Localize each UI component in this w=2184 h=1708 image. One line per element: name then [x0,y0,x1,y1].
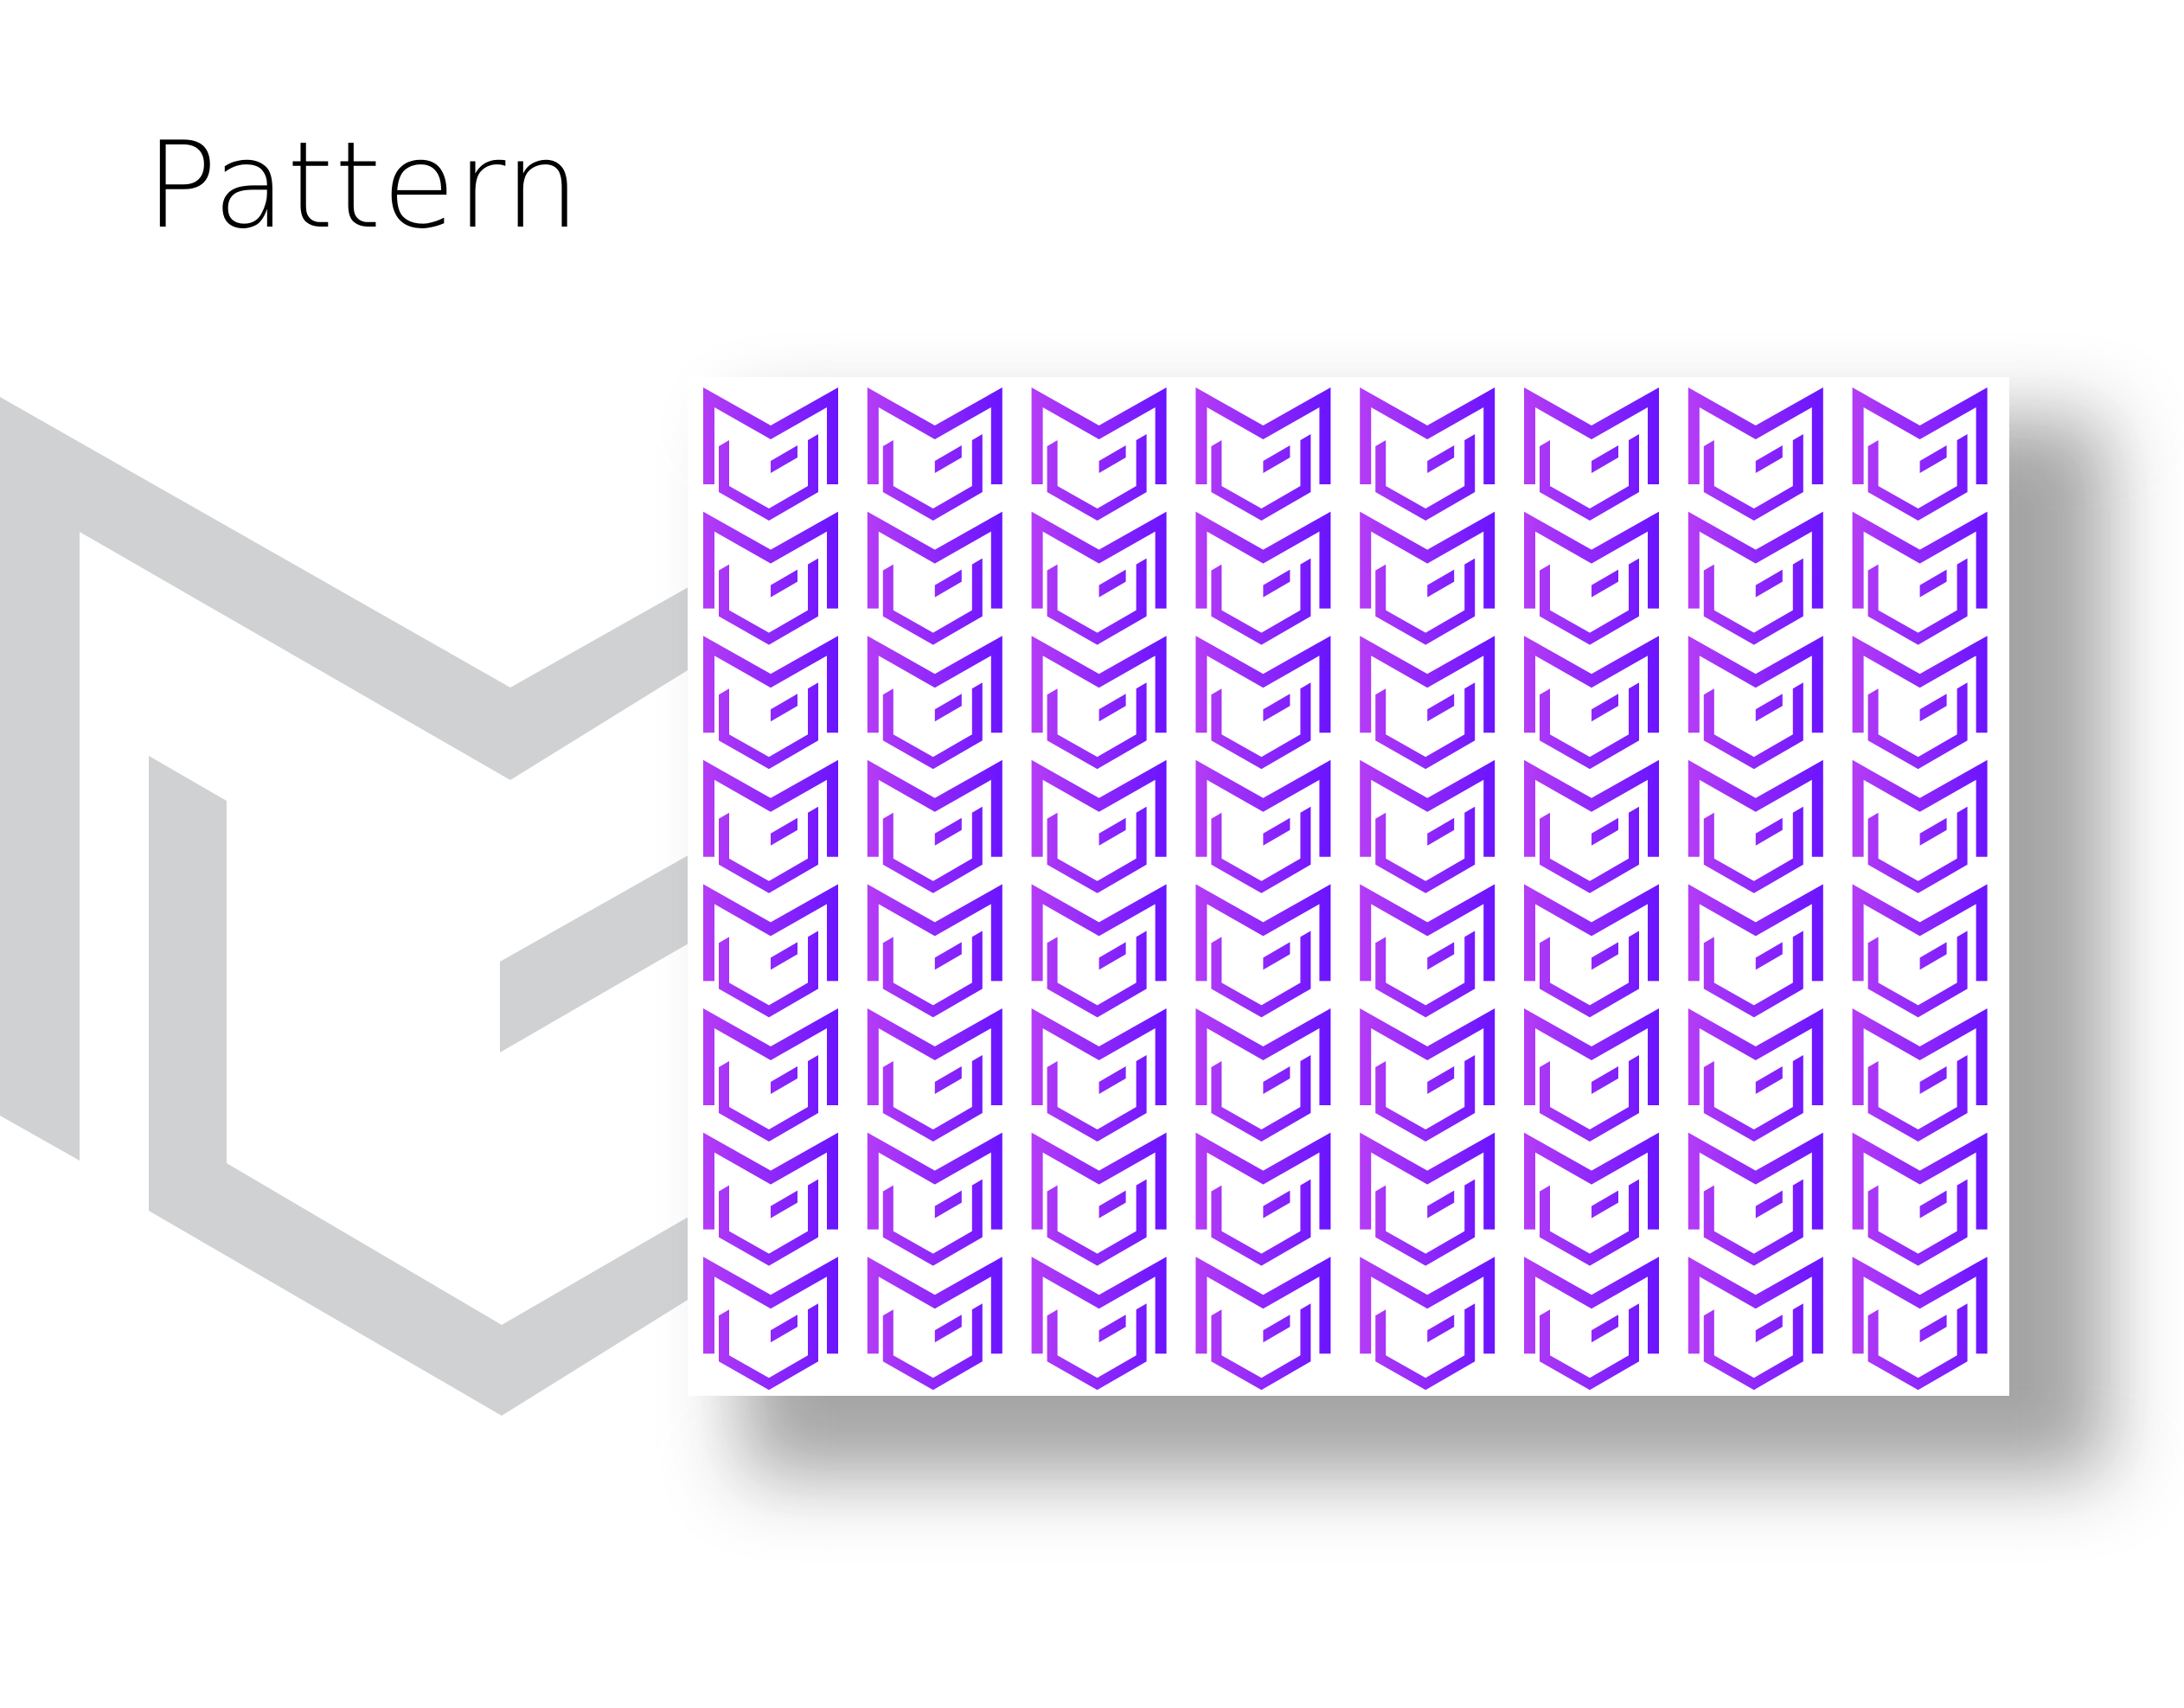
page-title: Pattern [145,116,581,255]
m-logo-icon [1852,511,1988,645]
m-logo-icon [1524,759,1659,893]
m-logo-icon [1031,511,1167,645]
m-logo-icon [867,884,1002,1018]
m-logo-icon [1360,636,1495,770]
m-logo-icon [1688,1257,1823,1391]
m-logo-icon [1852,387,1988,521]
m-logo-icon [703,636,838,770]
m-logo-icon [1852,1257,1988,1391]
m-logo-icon [1852,1132,1988,1266]
m-logo-icon [703,387,838,521]
m-logo-icon [1195,759,1331,893]
m-logo-icon [1360,511,1495,645]
m-logo-icon [867,1008,1002,1142]
m-logo-segment [149,756,699,1416]
m-logo-segment [0,397,699,1161]
m-logo-icon [703,1008,838,1142]
m-logo-icon [1524,636,1659,770]
m-logo-icon [1524,1132,1659,1266]
m-logo-icon [1524,387,1659,521]
m-logo-icon [1688,511,1823,645]
m-logo-icon [867,1257,1002,1391]
m-logo-icon [1852,884,1988,1018]
m-logo-icon [1031,884,1167,1018]
m-logo-icon [1524,511,1659,645]
m-logo-icon [867,759,1002,893]
m-logo-icon [1195,884,1331,1018]
m-logo-icon [1852,759,1988,893]
m-logo-icon [1195,1132,1331,1266]
m-logo-icon [1031,1257,1167,1391]
m-logo-icon [1688,387,1823,521]
m-logo-icon [1360,1132,1495,1266]
m-logo-segment [500,849,699,1052]
m-logo-icon [1524,1257,1659,1391]
m-logo-icon [703,759,838,893]
m-logo-icon [1031,1008,1167,1142]
m-logo-icon [867,511,1002,645]
m-logo-icon [867,1132,1002,1266]
m-logo-icon [1688,1132,1823,1266]
m-logo-icon [1524,884,1659,1018]
m-logo-icon [867,636,1002,770]
m-logo-icon [1195,387,1331,521]
m-logo-icon [1360,387,1495,521]
m-logo-icon [703,1132,838,1266]
m-logo-icon [1031,387,1167,521]
m-logo-icon [1031,759,1167,893]
m-logo-icon [1195,511,1331,645]
m-logo-icon [1360,759,1495,893]
m-logo-icon [1688,636,1823,770]
m-logo-icon [703,511,838,645]
m-logo-icon [1360,1257,1495,1391]
m-logo-icon [1524,1008,1659,1142]
m-logo-icon [1360,884,1495,1018]
m-logo-icon [1688,884,1823,1018]
m-logo-icon [867,387,1002,521]
m-logo-icon [1195,636,1331,770]
pattern-grid [703,387,1988,1391]
m-logo-icon [1852,1008,1988,1142]
m-logo-icon [703,884,838,1018]
m-logo-icon [1195,1008,1331,1142]
m-logo-icon [1688,759,1823,893]
m-logo-icon [1360,1008,1495,1142]
pattern-card [688,377,2009,1396]
m-logo-icon [1852,636,1988,770]
m-logo-icon [1031,636,1167,770]
m-logo-icon [1195,1257,1331,1391]
m-logo-icon [1688,1008,1823,1142]
m-logo-icon [703,1257,838,1391]
m-logo-icon [1031,1132,1167,1266]
